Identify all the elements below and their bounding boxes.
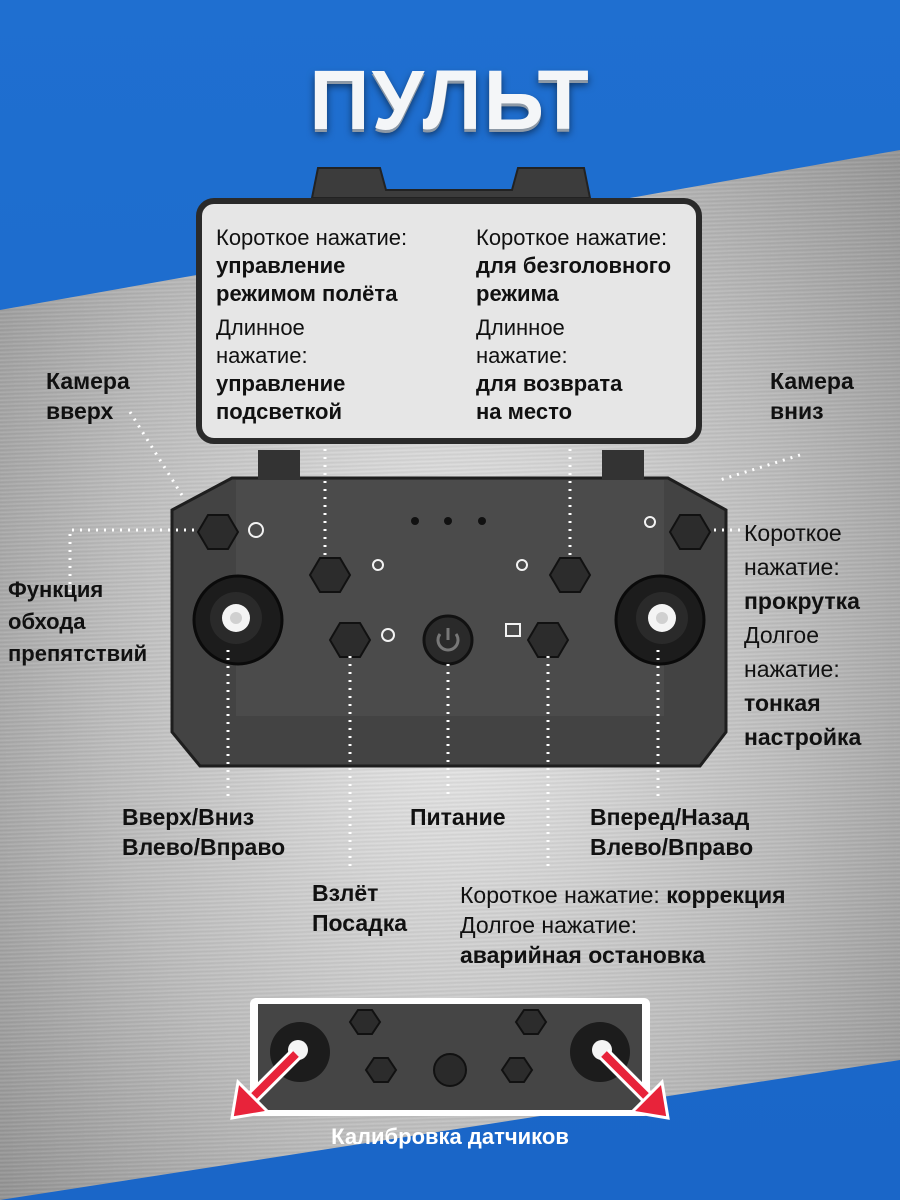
- label-camera-up-line2: вверх: [46, 398, 114, 424]
- takeoff-icon: [381, 628, 395, 642]
- label-correction-long-value: аварийная остановка: [460, 942, 706, 968]
- power-icon: [436, 633, 460, 652]
- info-left-long-label-1: Длинное: [216, 315, 305, 340]
- mode-icon: [372, 559, 384, 571]
- label-right-stick-line1: Вперед/Назад: [590, 804, 750, 830]
- label-correction: Короткое нажатие: коррекция Долгое нажат…: [460, 880, 786, 970]
- label-correction-short-label: Короткое нажатие:: [460, 882, 660, 908]
- label-right-short-line1: Короткое: [744, 520, 842, 546]
- label-right-short-value: прокрутка: [744, 588, 860, 614]
- indicator-dot: [411, 517, 419, 525]
- label-right-long-line1: Долгое: [744, 622, 820, 648]
- indicator-dot: [444, 517, 452, 525]
- leader-camera-up: [128, 411, 187, 501]
- label-camera-down-line1: Камера: [770, 368, 854, 394]
- label-right-stick-line2: Влево/Вправо: [590, 834, 754, 860]
- info-right-long-value-2: на место: [476, 399, 573, 424]
- label-right-long-line2: нажатие:: [744, 656, 840, 682]
- label-left-stick-line1: Вверх/Вниз: [122, 804, 255, 830]
- correction-button: [526, 622, 570, 658]
- info-right-long-value-1: для возврата: [476, 371, 623, 396]
- label-right-long-value2: настройка: [744, 724, 862, 750]
- label-obstacle-line3: препятствий: [8, 641, 148, 666]
- info-right-short-value-1: для безголовного: [476, 253, 672, 278]
- label-left-stick-line2: Влево/Вправо: [122, 834, 286, 860]
- calibration-arrow-left: [230, 1049, 301, 1120]
- calibrate-icon: [505, 623, 521, 637]
- calibration-arrow-right: [599, 1049, 670, 1120]
- info-right-column: Короткое нажатие: для безголовного режим…: [476, 224, 671, 426]
- label-obstacle-line1: Функция: [8, 577, 104, 602]
- label-correction-short-value: коррекция: [666, 882, 786, 908]
- controller-face: [236, 480, 664, 716]
- info-left-long-label-2: нажатие:: [216, 343, 308, 368]
- phone-clamp: [310, 167, 592, 199]
- info-left-long-value-1: управление: [216, 371, 346, 396]
- label-obstacle-line2: обхода: [8, 609, 86, 634]
- label-camera-up-line1: Камера: [46, 368, 130, 394]
- label-power: Питание: [410, 804, 506, 830]
- light-icon: [516, 559, 528, 571]
- headless-button: [548, 557, 592, 593]
- label-camera-up: Камера вверх: [46, 366, 130, 426]
- label-right-button: Короткое нажатие: прокрутка Долгое нажат…: [744, 516, 861, 754]
- label-takeoff-line2: Посадка: [312, 910, 408, 936]
- label-takeoff: Взлёт Посадка: [312, 878, 407, 938]
- info-right-short-label: Короткое нажатие:: [476, 225, 668, 250]
- takeoff-button: [328, 622, 372, 658]
- info-left-short-value-1: управление: [216, 253, 346, 278]
- indicator-dot: [478, 517, 486, 525]
- info-right-long-label-1: Длинное: [476, 315, 565, 340]
- label-right-short-line2: нажатие:: [744, 554, 840, 580]
- info-right-short-value-2: режима: [476, 281, 559, 306]
- label-camera-down: Камера вниз: [770, 366, 854, 426]
- label-correction-long-label: Долгое нажатие:: [460, 912, 638, 938]
- label-left-stick: Вверх/Вниз Влево/Вправо: [122, 802, 285, 862]
- hinge-right: [602, 450, 644, 480]
- label-right-stick: Вперед/Назад Влево/Вправо: [590, 802, 753, 862]
- hinge-left: [258, 450, 300, 480]
- leader-camera-down: [719, 453, 801, 482]
- obstacle-icon: [248, 522, 264, 538]
- flight-mode-button: [308, 557, 352, 593]
- label-obstacle-avoidance: Функция обхода препятствий: [8, 574, 147, 670]
- info-left-long-value-2: подсветкой: [216, 399, 342, 424]
- camera-down-icon: [644, 516, 656, 528]
- page-title: ПУЛЬТ: [309, 53, 591, 147]
- label-camera-down-line2: вниз: [770, 398, 824, 424]
- info-left-column: Короткое нажатие: управление режимом пол…: [216, 224, 407, 426]
- label-right-long-value1: тонкая: [744, 690, 821, 716]
- info-right-long-label-2: нажатие:: [476, 343, 568, 368]
- label-takeoff-line1: Взлёт: [312, 880, 379, 906]
- camera-down-button: [668, 514, 712, 550]
- info-left-short-value-2: режимом полёта: [216, 281, 398, 306]
- phone-info-box: Короткое нажатие: управление режимом пол…: [196, 198, 702, 444]
- info-left-short-label: Короткое нажатие:: [216, 225, 408, 250]
- calibration-label: Калибровка датчиков: [331, 1124, 569, 1149]
- camera-up-button: [196, 514, 240, 550]
